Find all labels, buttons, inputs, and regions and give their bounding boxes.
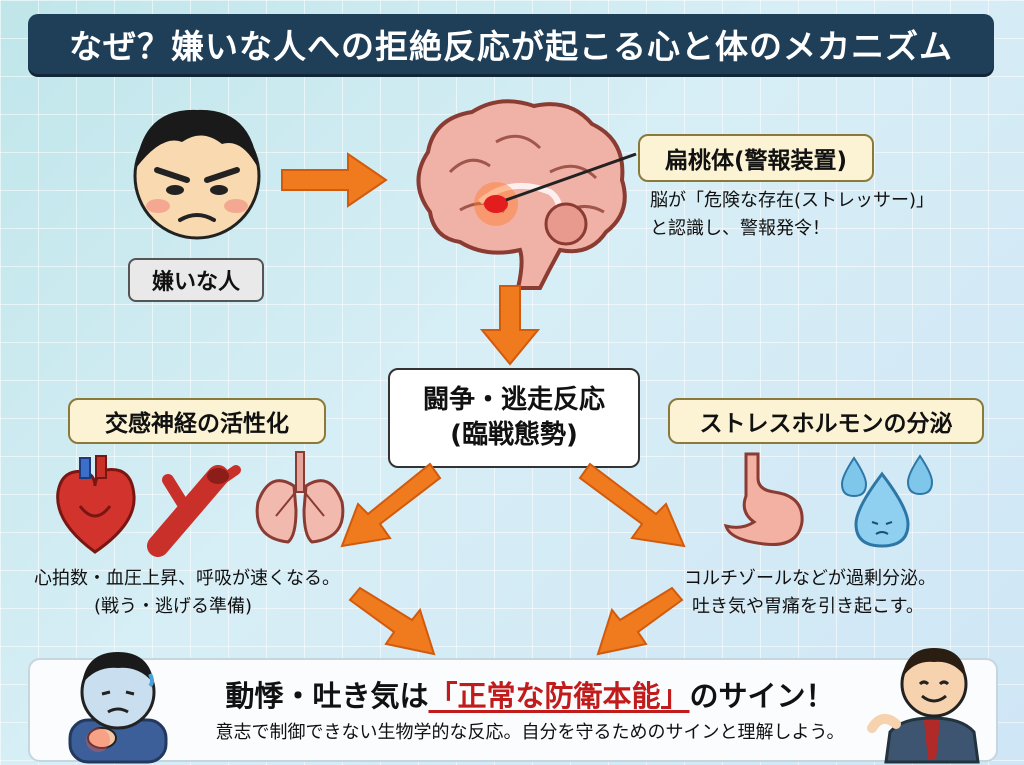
smiling-man-icon [867, 648, 980, 764]
conclusion-post: のサイン！ [689, 679, 835, 713]
right-branch-desc-line2: 吐き気や胃痛を引き起こす。 [692, 596, 924, 617]
arrow-center-to-right [578, 462, 686, 548]
stomach-icon [723, 452, 804, 547]
conclusion-panel [28, 658, 998, 762]
right-branch-title: ストレスホルモンの分泌 [668, 398, 984, 444]
left-branch-desc-line2: (戦う・逃げる準備) [94, 596, 253, 617]
arrow-brain-to-center [479, 285, 541, 366]
lungs-icon [255, 451, 345, 544]
distressed-person-icon [68, 652, 168, 764]
heart-icon [56, 455, 136, 554]
blood-vessel-icon [147, 465, 241, 557]
arrow-center-to-left [340, 462, 442, 548]
right-branch-desc-line1: コルチゾールなどが過剰分泌。 [684, 568, 936, 589]
conclusion-sub: 意志で制御できない生物学的な反応。自分を守るためのサインと理解しよう。 [215, 722, 845, 743]
page-title: なぜ？嫌いな人への拒絶反応が起こる心と体のメカニズム [28, 14, 994, 74]
conclusion-main: 動悸・吐き気は「正常な防衛本能」のサイン！ [200, 673, 860, 715]
droplets-icon [840, 454, 934, 548]
left-branch-title: 交感神経の活性化 [68, 398, 326, 444]
center-line2: (臨戦態勢) [450, 420, 578, 450]
amygdala-title: 扁桃体(警報装置) [638, 134, 874, 182]
left-branch-desc-line1: 心拍数・血圧上昇、呼吸が速くなる。 [34, 568, 340, 589]
brain-icon [416, 99, 637, 290]
person-label: 嫌いな人 [128, 258, 264, 302]
amygdala-desc-line1: 脳が「危険な存在(ストレッサー)」 [650, 190, 935, 211]
arrow-face-to-brain [281, 152, 388, 208]
angry-face-icon [133, 109, 261, 240]
fight-or-flight-box: 闘争・逃走反応 (臨戦態勢) [388, 368, 640, 468]
center-line1: 闘争・逃走反応 [422, 384, 605, 415]
amygdala-desc-line2: と認識し、警報発令！ [650, 218, 830, 239]
arrow-left-to-bottom [348, 586, 436, 656]
conclusion-highlight: 「正常な防衛本能」 [428, 679, 690, 713]
arrow-right-to-bottom [596, 586, 684, 656]
conclusion-pre: 動悸・吐き気は [225, 679, 429, 713]
